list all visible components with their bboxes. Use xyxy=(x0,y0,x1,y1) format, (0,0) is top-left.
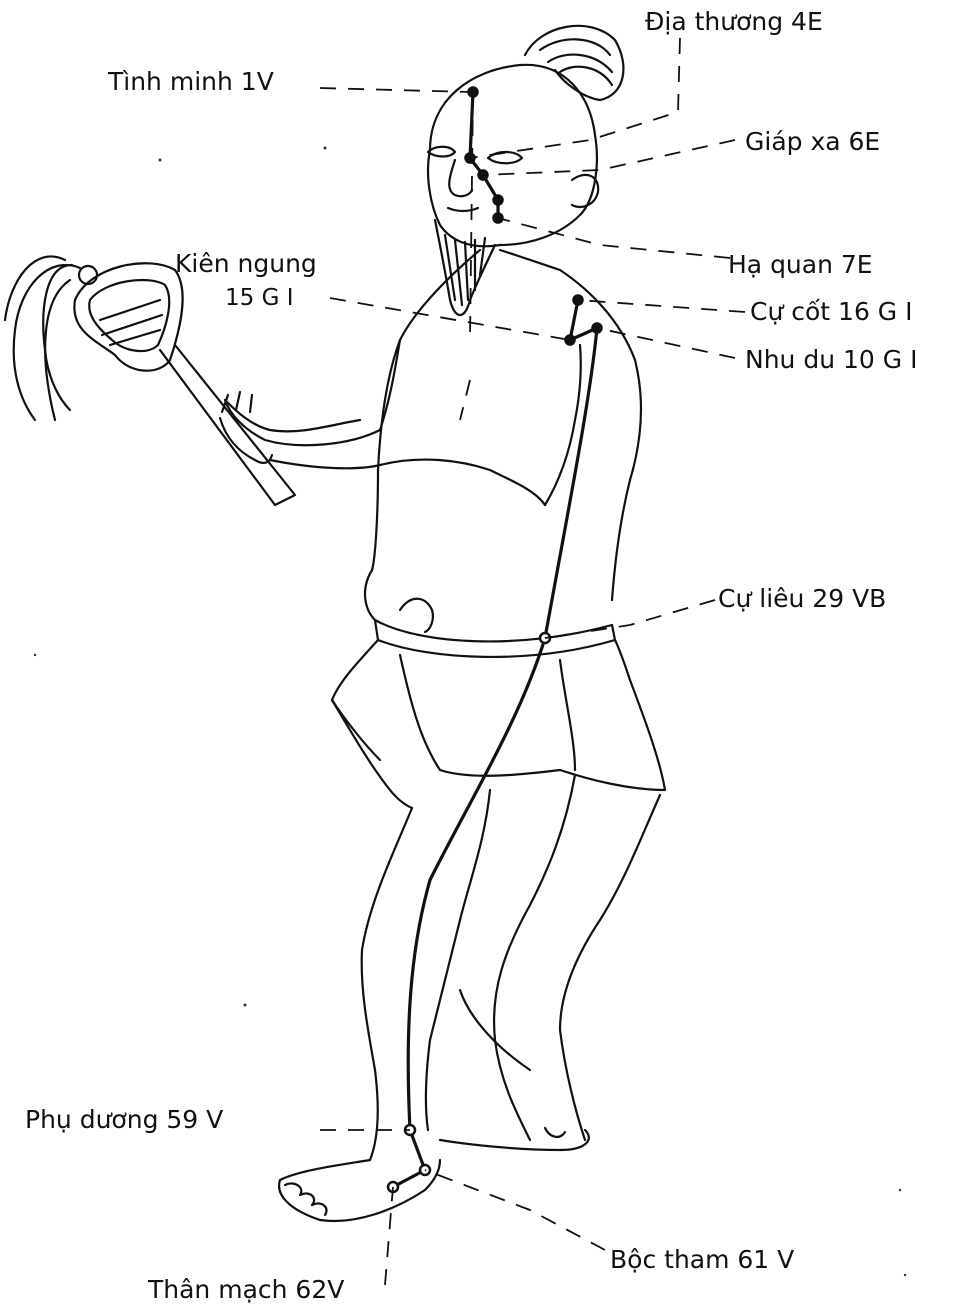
point-kien-ngung xyxy=(565,335,575,345)
label-dia-thuong: Địa thương 4E xyxy=(645,7,823,36)
label-leaders xyxy=(320,38,745,1285)
label-tinh-minh: Tình minh 1V xyxy=(107,67,274,96)
label-boc-tham: Bộc tham 61 V xyxy=(610,1245,794,1274)
label-giap-xa: Giáp xa 6E xyxy=(745,127,880,156)
label-kien-ngung-code: 15 G I xyxy=(225,285,294,311)
legs-illustration xyxy=(279,775,660,1221)
label-kien-ngung-name: Kiên ngung xyxy=(175,249,317,278)
garment-illustration xyxy=(332,570,665,808)
label-cu-cot: Cự cốt 16 G I xyxy=(750,297,913,326)
label-ha-quan: Hạ quan 7E xyxy=(728,250,873,279)
label-cu-lieu: Cự liêu 29 VB xyxy=(718,584,886,613)
label-than-mach: Thân mạch 62V xyxy=(147,1275,344,1304)
label-nhu-du: Nhu du 10 G I xyxy=(745,345,917,374)
label-phu-duong: Phụ dương 59 V xyxy=(25,1105,223,1134)
point-ha-quan-upper xyxy=(493,195,503,205)
point-cu-cot xyxy=(573,295,583,305)
